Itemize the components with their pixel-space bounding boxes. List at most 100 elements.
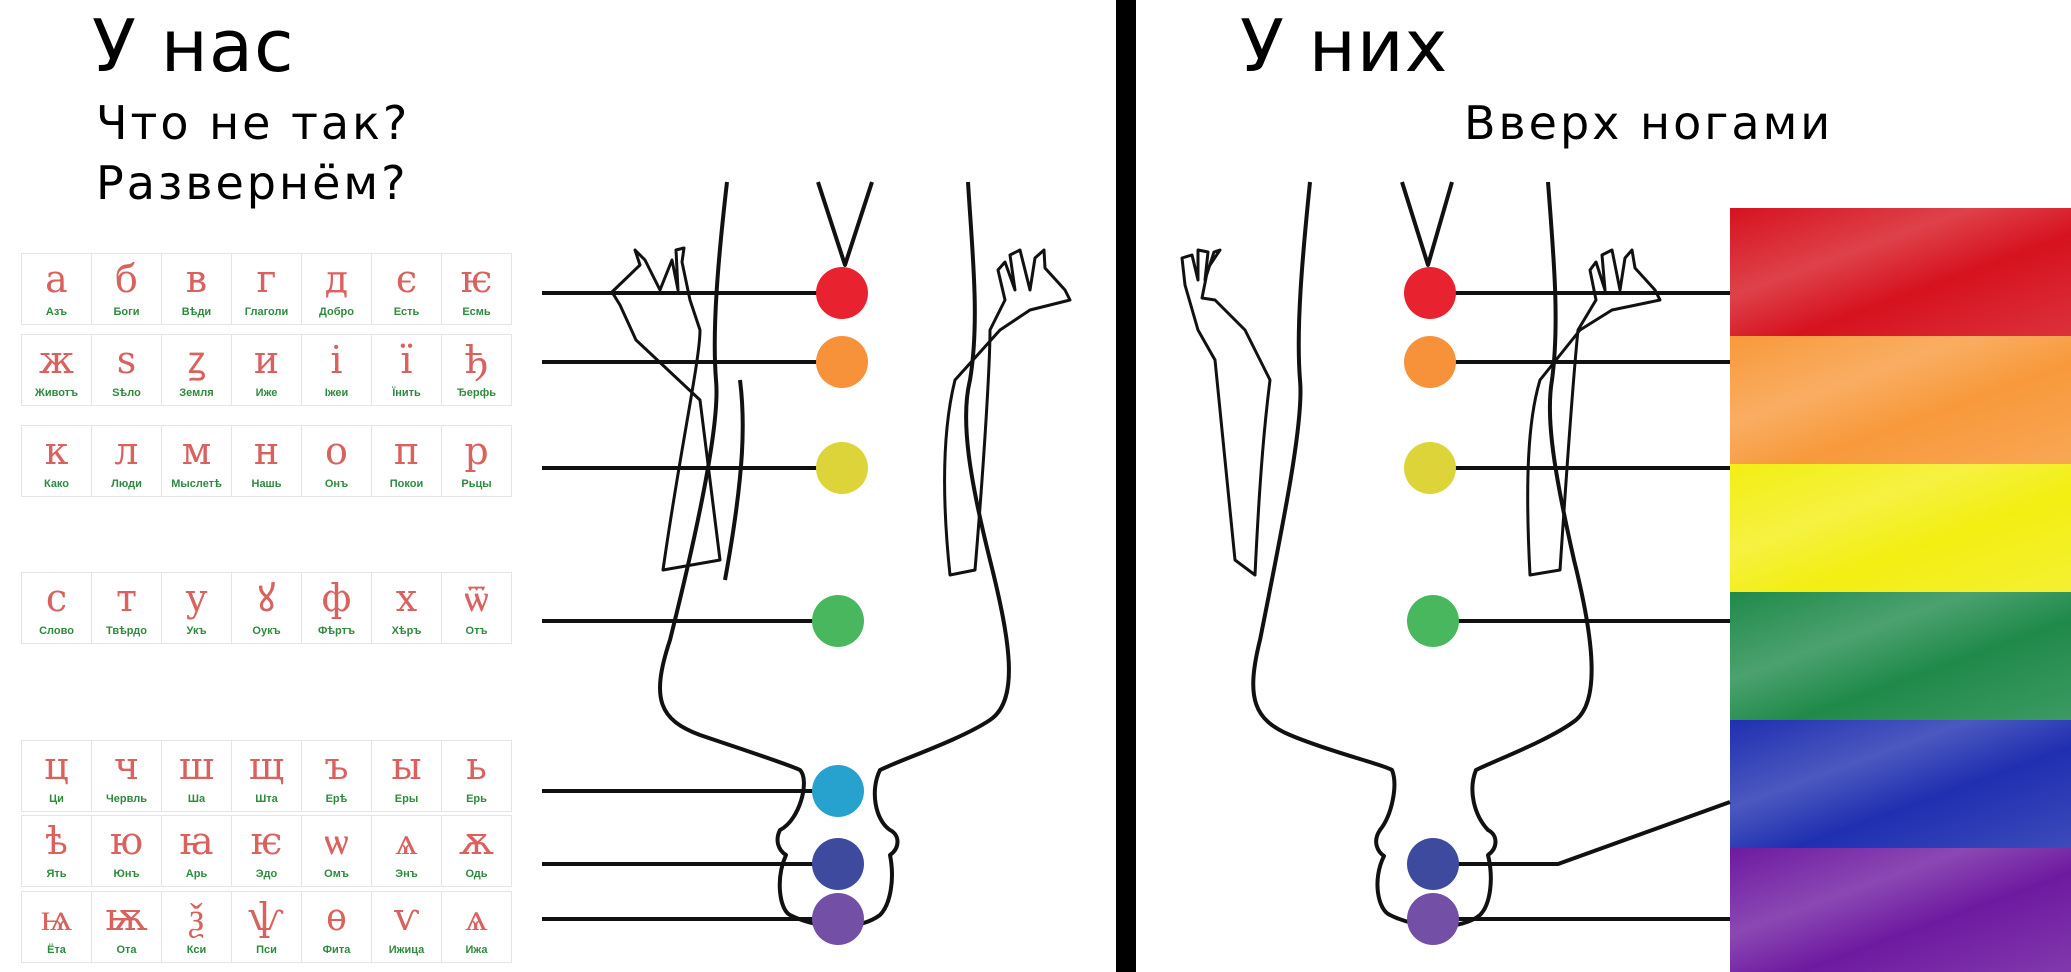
letter-name: Вѣди — [181, 306, 212, 318]
letter-name: Слово — [39, 625, 74, 637]
letter-name: Кси — [186, 944, 207, 956]
letter-glyph: ꙋ — [257, 576, 276, 620]
letter-glyph: к — [44, 429, 69, 473]
letter-glyph: ђ — [464, 338, 489, 382]
letter-glyph: ѫ — [459, 819, 494, 863]
letter-name: Земля — [179, 387, 214, 399]
right-chakra-dots — [1404, 267, 1459, 945]
flag-stripe-blue — [1730, 720, 2071, 848]
letter-name: Есмь — [462, 306, 491, 318]
left-title: У нас — [92, 4, 295, 88]
letter-name: Ять — [46, 868, 67, 880]
letter-glyph: д — [324, 257, 349, 301]
letter-name: Червль — [106, 793, 147, 805]
right-chakra-yellow — [1404, 442, 1456, 494]
letter-name: Онъ — [324, 478, 349, 490]
left-subtitle-rotate: Развернём? — [96, 156, 409, 210]
flag-stripe-violet — [1730, 848, 2071, 972]
letter-glyph: н — [253, 429, 280, 473]
letter-name: Sѣло — [112, 387, 141, 399]
letter-glyph: а — [45, 257, 68, 301]
letter-glyph: ѥ — [460, 257, 493, 301]
letter-glyph: ѱ — [249, 895, 284, 939]
letter-name: Iжеи — [324, 387, 349, 399]
flag-stripe-orange — [1730, 336, 2071, 464]
letter-glyph: ъ — [324, 744, 349, 788]
letter-name: Одь — [465, 868, 488, 880]
center-divider — [1116, 0, 1136, 972]
letter-name: Ђерфь — [457, 387, 496, 399]
letter-glyph: ꙗ — [179, 819, 214, 863]
right-chakra-indigo — [1407, 838, 1459, 890]
letter-name: Хѣръ — [391, 625, 422, 637]
letter-glyph: ч — [113, 744, 140, 788]
letter-glyph: ю — [109, 819, 144, 863]
right-chakra-violet — [1407, 893, 1459, 945]
letter-name: Ижа — [465, 944, 488, 956]
left-chakra-green — [812, 595, 864, 647]
letter-name: Есть — [393, 306, 420, 318]
left-chakra-yellow — [816, 442, 868, 494]
left-chakra-orange — [816, 336, 868, 388]
letter-glyph: ц — [44, 744, 69, 788]
letter-glyph: ѧ — [395, 819, 418, 863]
letter-name: Ци — [49, 793, 64, 805]
right-chakra-green — [1407, 595, 1459, 647]
left-chakra-indigo — [812, 838, 864, 890]
letter-glyph: р — [464, 429, 489, 473]
letter-name: Ерь — [466, 793, 487, 805]
letter-glyph: ѡ — [324, 819, 349, 863]
left-chakra-dots — [812, 267, 868, 945]
right-chakra-orange — [1404, 336, 1456, 388]
letter-name: Ерѣ — [325, 793, 348, 805]
letter-name: Юнъ — [113, 868, 140, 880]
right-title: У них — [1240, 4, 1449, 88]
letter-name: Покои — [389, 478, 424, 490]
letter-name: Боги — [113, 306, 140, 318]
letter-name: Како — [43, 478, 70, 490]
letter-glyph: ѣ — [45, 819, 68, 863]
letter-glyph: ѥ — [250, 819, 283, 863]
letter-name: Глаголи — [244, 306, 289, 318]
letter-glyph: о — [325, 429, 348, 473]
letter-name: Рьцы — [461, 478, 492, 490]
letter-glyph: б — [115, 257, 138, 301]
flag-stripe-green — [1730, 592, 2071, 720]
letter-name: Еры — [394, 793, 419, 805]
left-connector-lines — [542, 291, 838, 921]
letter-name: Ша — [187, 793, 206, 805]
letter-name: Укъ — [186, 625, 207, 637]
letter-glyph: ѯ — [188, 895, 204, 939]
letter-glyph: л — [114, 429, 139, 473]
letter-glyph: ь — [466, 744, 487, 788]
